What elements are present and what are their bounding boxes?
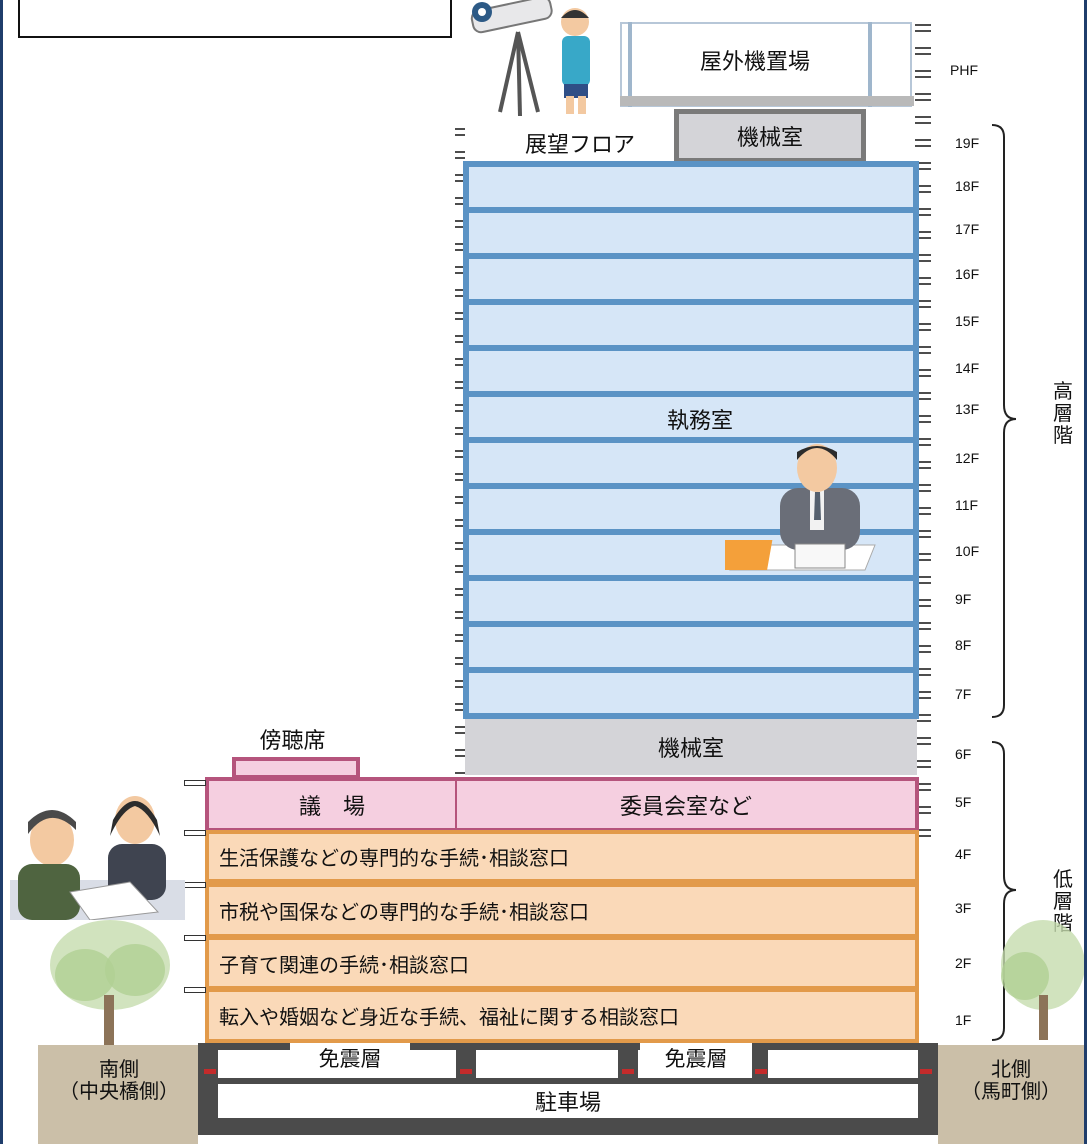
gallery-box <box>232 757 360 779</box>
south-sub-label: （中央橋側） <box>59 1079 179 1103</box>
floor-label-10f: 10F <box>955 543 980 559</box>
isolator-2 <box>460 1069 472 1074</box>
floor-label-15f: 15F <box>955 313 980 329</box>
service-floor-3f: 市税や国保などの専門的な手続･相談窓口 <box>205 883 919 938</box>
service-floor-2f: 子育て関連の手続･相談窓口 <box>205 936 919 990</box>
floor-label-1f: 1F <box>955 1012 972 1028</box>
high-floors-label: 高 層 階 <box>1053 379 1073 447</box>
office-area-label: 執務室 <box>666 409 733 434</box>
seismic-isolation-right: 免震層 <box>640 1043 752 1073</box>
frame-left-border <box>0 0 3 1144</box>
tree-illustration-left <box>50 920 170 1045</box>
facade-right-tower <box>915 24 931 839</box>
office-floor-band <box>469 397 913 437</box>
rooftop-structure <box>620 22 912 107</box>
seismic-isolation-left: 免震層 <box>290 1043 410 1073</box>
wing-bracket-1f <box>184 987 206 993</box>
south-label: 南側 <box>99 1057 139 1081</box>
basement-column-2 <box>618 1048 638 1080</box>
machine-room-top: 機械室 <box>674 109 866 163</box>
isolator-4 <box>755 1069 767 1074</box>
rooftop-frame-left <box>628 22 632 107</box>
office-floor-band <box>469 443 913 483</box>
floor-label-phf: PHF <box>950 62 978 78</box>
service-floor-4f: 生活保護などの専門的な手続･相談窓口 <box>205 830 919 883</box>
office-floor-band <box>469 167 913 207</box>
floor-label-17f: 17F <box>955 221 980 237</box>
wing-bracket-2f <box>184 935 206 941</box>
office-worker-illustration <box>725 444 876 571</box>
rooftop-frame-right <box>868 22 872 107</box>
floor-label-4f: 4F <box>955 846 972 862</box>
office-floor-band <box>469 351 913 391</box>
isolator-3 <box>622 1069 634 1074</box>
office-floor-band <box>469 259 913 299</box>
basement-column-3 <box>752 1048 768 1080</box>
low-floors-brace <box>991 741 1017 1041</box>
floor-label-19f: 19F <box>955 135 980 151</box>
gallery-label: 傍聴席 <box>259 729 326 754</box>
committee-rooms: 委員会室など <box>455 777 919 832</box>
assembly-hall: 議 場 <box>205 777 457 832</box>
north-side-label: 北側 （馬町側） <box>938 1058 1084 1102</box>
ground-south <box>38 1045 198 1144</box>
service-floor-1f: 転入や婚姻など身近な手続、福祉に関する相談窓口 <box>205 988 919 1043</box>
ground-north <box>938 1045 1084 1144</box>
wing-bracket-3f <box>184 882 206 888</box>
north-sub-label: （馬町側） <box>961 1079 1061 1103</box>
tree-illustration-right <box>1001 920 1084 1040</box>
floor-label-3f: 3F <box>955 900 972 916</box>
floor-label-9f: 9F <box>955 591 972 607</box>
office-floor-band <box>469 673 913 713</box>
outdoor-equipment-label: 屋外機置場 <box>699 50 810 75</box>
floor-label-14f: 14F <box>955 360 980 376</box>
isolator-1 <box>204 1069 216 1074</box>
floor-label-13f: 13F <box>955 401 980 417</box>
office-floor-band <box>469 581 913 621</box>
floor-label-11f: 11F <box>955 497 979 513</box>
facade-left-tower <box>455 128 465 778</box>
floor-label-16f: 16F <box>955 266 980 282</box>
machine-room-6f: 機械室 <box>465 719 917 775</box>
telescope-child-illustration <box>470 0 590 117</box>
floor-label-2f: 2F <box>955 955 972 971</box>
floor-label-18f: 18F <box>955 178 980 194</box>
parking-area: 駐車場 <box>218 1084 918 1118</box>
rooftop-slab <box>620 96 914 106</box>
office-floor-band <box>469 305 913 345</box>
north-label: 北側 <box>991 1057 1031 1081</box>
high-floors-brace <box>991 124 1017 718</box>
wing-bracket-5f <box>184 780 206 786</box>
floor-label-7f: 7F <box>955 686 972 702</box>
title-box <box>18 0 452 38</box>
floor-label-8f: 8F <box>955 637 972 653</box>
floor-label-5f: 5F <box>955 794 972 810</box>
floor-label-6f: 6F <box>955 746 972 762</box>
basement-column-1 <box>456 1048 476 1080</box>
office-floor-band <box>469 213 913 253</box>
consultation-illustration <box>10 796 185 920</box>
frame-right-border <box>1084 0 1087 1144</box>
office-floor-band <box>469 627 913 667</box>
wing-bracket-4f <box>184 830 206 836</box>
south-side-label: 南側 （中央橋側） <box>40 1058 198 1102</box>
floor-label-12f: 12F <box>955 450 980 466</box>
isolator-5 <box>920 1069 932 1074</box>
observation-floor-label: 展望フロア <box>524 133 635 158</box>
